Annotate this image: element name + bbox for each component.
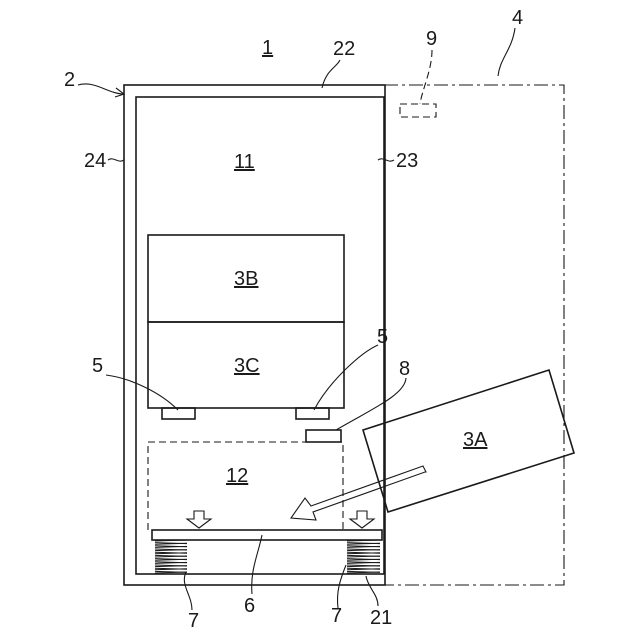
down-arrow-right (350, 511, 374, 528)
spring-coil (347, 556, 380, 557)
leader-spring-right (337, 565, 346, 608)
leader-left-wall (108, 159, 124, 161)
spring-coil (155, 569, 187, 570)
detector-box (400, 104, 436, 117)
label-upper-space: 11 (234, 151, 255, 173)
label-lower-space: 12 (226, 465, 248, 487)
label-support-left: 5 (92, 355, 103, 377)
label-device: 1 (262, 37, 273, 59)
spring-coil (347, 546, 380, 547)
spring-coil (155, 553, 187, 554)
label-right-wall: 23 (396, 150, 418, 172)
label-housing: 2 (64, 69, 75, 91)
label-left-wall: 24 (84, 150, 106, 172)
plate (152, 530, 382, 540)
leader-support-right (314, 345, 378, 410)
leader-right-wall (378, 159, 394, 161)
spring-coil (155, 550, 187, 551)
sensor-block (306, 430, 341, 442)
spring-coil (155, 559, 187, 560)
spring-coil (155, 543, 187, 544)
spring-coil (347, 569, 380, 570)
leader-detector (420, 50, 432, 104)
label-spring-left: 7 (188, 610, 199, 632)
spring-coil (155, 566, 187, 567)
leader-door (498, 28, 515, 76)
label-bottom-wall: 21 (370, 607, 392, 629)
spring-coil (347, 566, 380, 567)
leader-top-wall (322, 60, 340, 88)
housing-inner-wall (136, 97, 384, 574)
leader-spring-left (184, 572, 192, 610)
down-arrow-left (187, 511, 211, 528)
spring-coil (347, 543, 380, 544)
spring-coil (155, 562, 187, 563)
spring-coil (347, 572, 380, 573)
label-door: 4 (512, 7, 523, 29)
label-box-3a: 3A (463, 429, 488, 451)
label-support-right: 5 (377, 326, 388, 348)
label-box-3b: 3B (234, 268, 258, 290)
insertion-arrow (291, 466, 426, 520)
spring-coil (155, 572, 187, 573)
spring-coil (155, 546, 187, 547)
spring-coil (347, 553, 380, 554)
label-spring-right: 7 (331, 605, 342, 627)
spring-right (347, 540, 380, 573)
label-top-wall: 22 (333, 38, 355, 60)
spring-coil (347, 562, 380, 563)
label-detector: 9 (426, 28, 437, 50)
spring-coil (155, 556, 187, 557)
support-right (296, 408, 329, 419)
leader-support-left (106, 375, 178, 410)
label-box-3c: 3C (234, 355, 260, 377)
support-left (162, 408, 195, 419)
leader-sensor (336, 378, 406, 430)
spring-coil (347, 559, 380, 560)
leader-bottom-wall (366, 576, 378, 606)
spring-coil (347, 550, 380, 551)
label-plate: 6 (244, 595, 255, 617)
label-sensor: 8 (399, 358, 410, 380)
spring-left (155, 540, 187, 573)
